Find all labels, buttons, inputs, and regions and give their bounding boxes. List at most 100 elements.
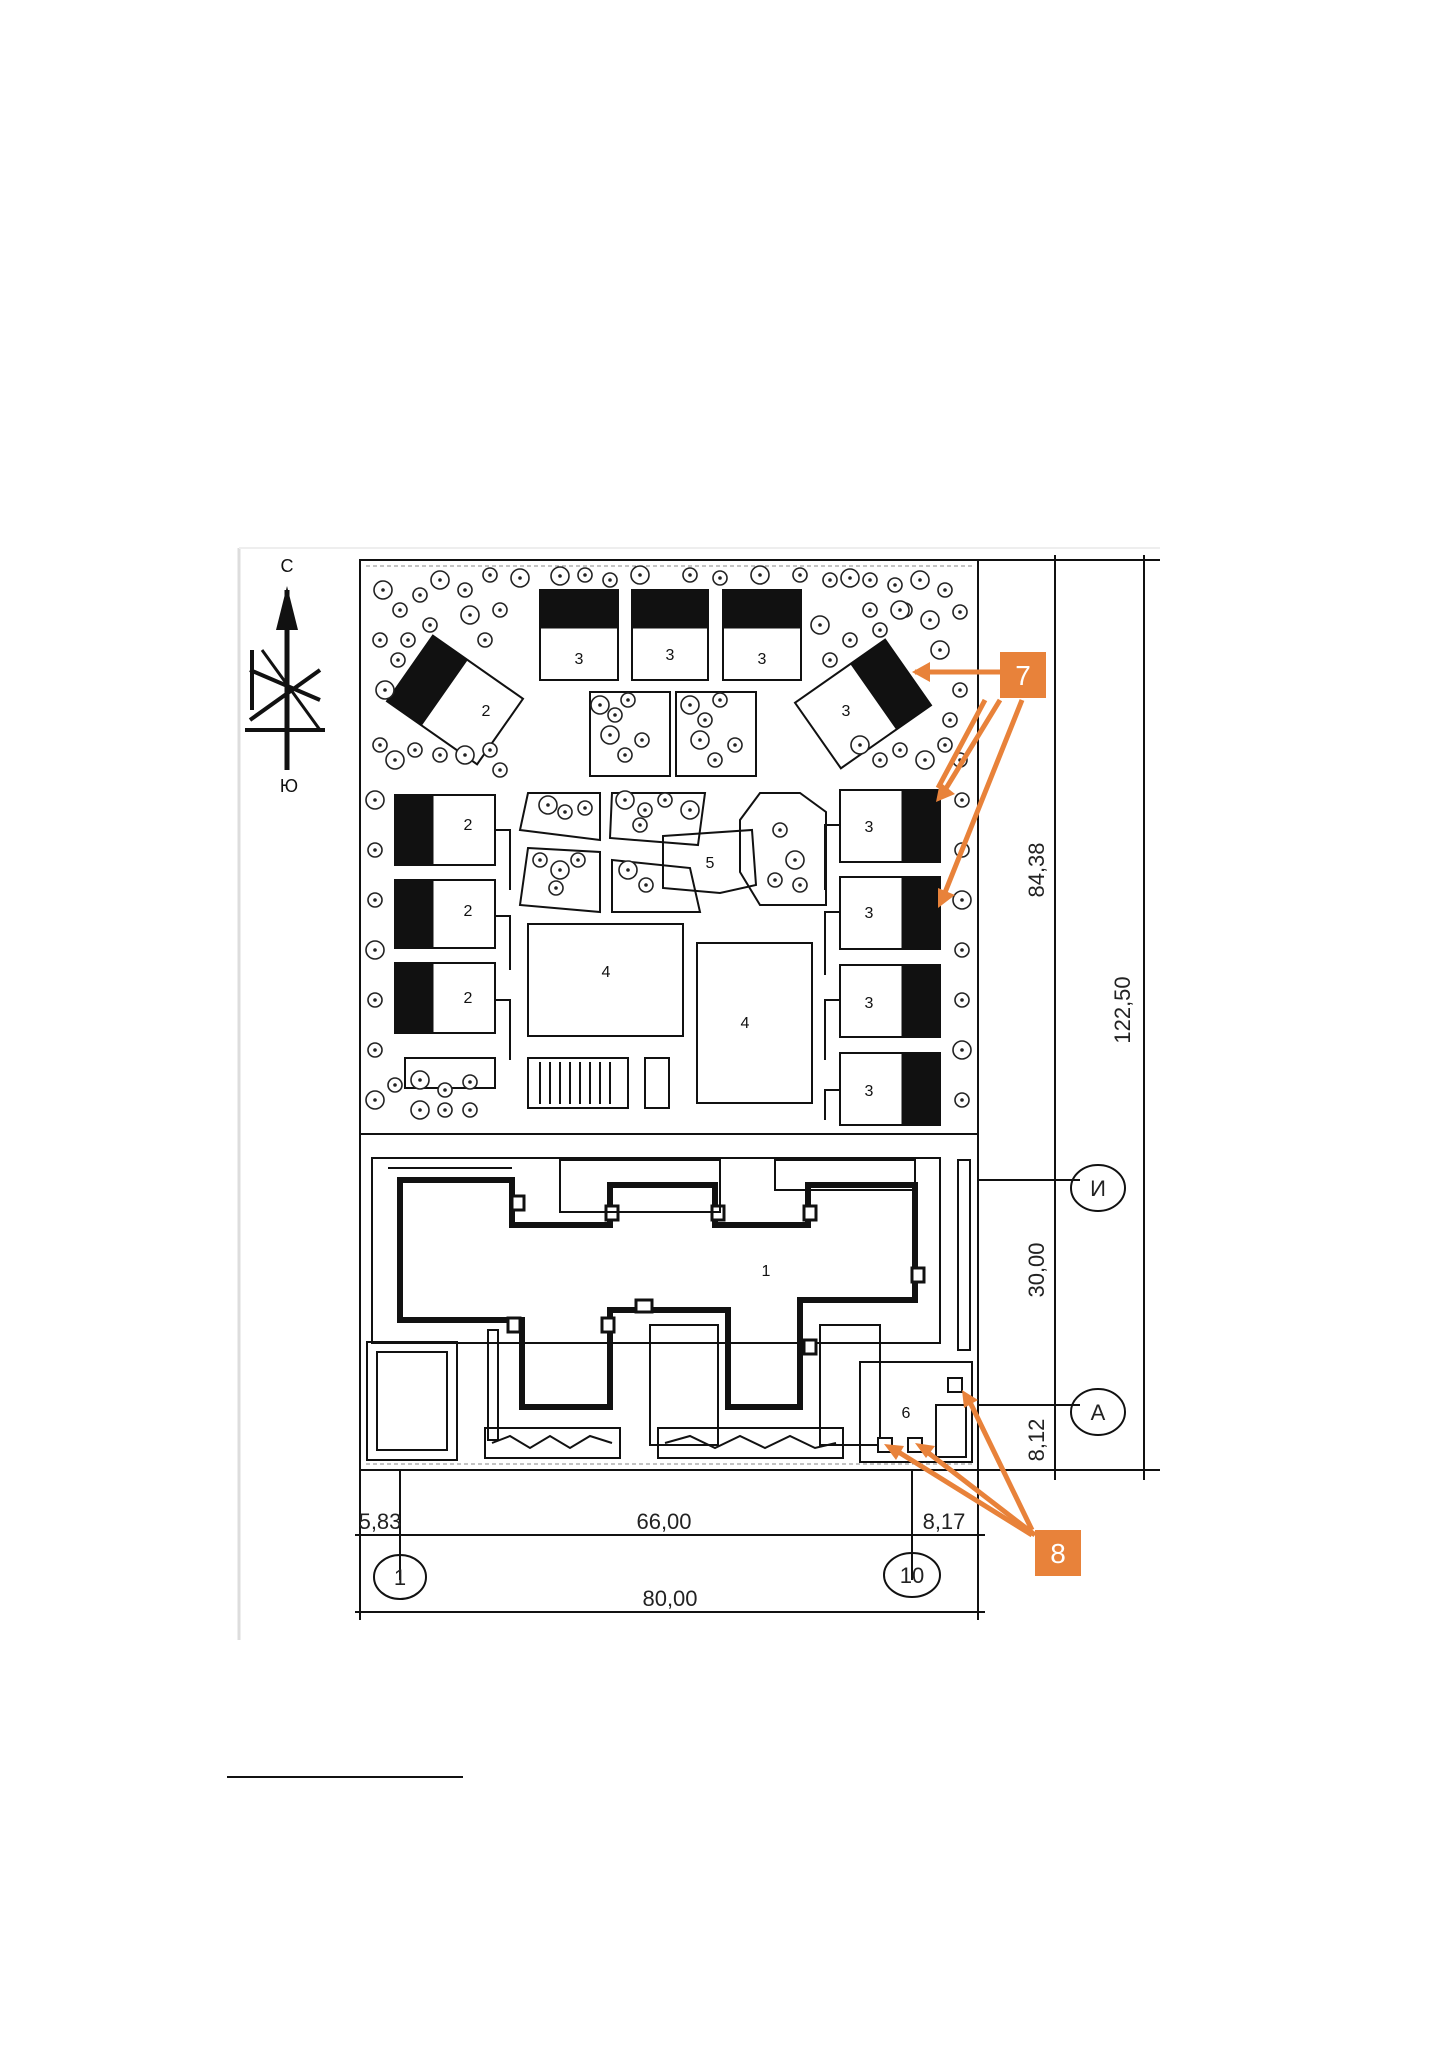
tree-trunk-dot bbox=[443, 1108, 447, 1112]
tree-trunk-dot bbox=[798, 883, 802, 887]
tree-trunk-dot bbox=[393, 758, 397, 762]
tree-trunk-dot bbox=[943, 743, 947, 747]
tree-trunk-dot bbox=[498, 768, 502, 772]
tree-trunk-dot bbox=[893, 583, 897, 587]
tree-trunk-dot bbox=[468, 613, 472, 617]
flower-bed bbox=[657, 1427, 844, 1459]
tree-trunk-dot bbox=[373, 998, 377, 1002]
garden-blocks: 5 bbox=[518, 691, 827, 914]
tree-trunk-dot bbox=[703, 718, 707, 722]
tree-trunk-dot bbox=[428, 623, 432, 627]
zone-label: 4 bbox=[602, 964, 611, 981]
dim-total-depth: 122,50 bbox=[1110, 976, 1135, 1043]
dim-bottom-depth: 8,12 bbox=[1024, 1419, 1049, 1462]
parking-area bbox=[366, 1341, 458, 1461]
tree-trunk-dot bbox=[438, 753, 442, 757]
tree-trunk-dot bbox=[718, 576, 722, 580]
axis-bubble-A bbox=[1070, 1388, 1126, 1436]
callout-8: 8 bbox=[884, 1390, 1081, 1576]
building-label: 2 bbox=[464, 903, 473, 920]
dim-right-offset: 8,17 bbox=[923, 1509, 966, 1534]
zone-label: 5 bbox=[706, 855, 715, 872]
tree-trunk-dot bbox=[468, 1080, 472, 1084]
tree-trunk-dot bbox=[640, 738, 644, 742]
building-label: 3 bbox=[865, 1083, 874, 1100]
callout-7-label: 7 bbox=[1015, 660, 1031, 691]
tree-trunk-dot bbox=[373, 948, 377, 952]
tree-trunk-dot bbox=[688, 573, 692, 577]
dim-axis-span: 66,00 bbox=[636, 1509, 691, 1534]
tree-trunk-dot bbox=[613, 713, 617, 717]
tree-trunk-dot bbox=[960, 948, 964, 952]
tree-trunk-dot bbox=[468, 1108, 472, 1112]
tree-trunk-dot bbox=[463, 753, 467, 757]
tree-trunk-dot bbox=[608, 733, 612, 737]
tree-trunk-dot bbox=[418, 1108, 422, 1112]
tree-trunk-dot bbox=[483, 638, 487, 642]
callout-8-label: 8 bbox=[1050, 1538, 1066, 1569]
callout-7: 7 bbox=[912, 652, 1046, 908]
tree-trunk-dot bbox=[623, 798, 627, 802]
site-boundary bbox=[359, 559, 979, 1471]
tree-trunk-dot bbox=[583, 573, 587, 577]
dimension-lines-bottom: 5,83 66,00 8,17 80,00 1 10 bbox=[355, 1470, 985, 1620]
tree-trunk-dot bbox=[773, 878, 777, 882]
tree-trunk-dot bbox=[898, 608, 902, 612]
tree-trunk-dot bbox=[638, 823, 642, 827]
tree-trunk-dot bbox=[948, 718, 952, 722]
main-building: 1 bbox=[371, 1157, 971, 1446]
building-label: 2 bbox=[482, 703, 491, 720]
dim-building-depth: 30,00 bbox=[1024, 1242, 1049, 1297]
utility-zone: 6 bbox=[859, 1361, 973, 1463]
tree-trunk-dot bbox=[848, 576, 852, 580]
axis-bubble-I bbox=[1070, 1164, 1126, 1212]
tree-trunk-dot bbox=[878, 758, 882, 762]
building-label: 3 bbox=[575, 651, 584, 668]
building-label: 1 bbox=[762, 1263, 771, 1280]
building-label: 3 bbox=[865, 819, 874, 836]
tree-trunk-dot bbox=[688, 808, 692, 812]
axis-bubble-1 bbox=[373, 1554, 427, 1600]
tree-trunk-dot bbox=[443, 1088, 447, 1092]
tree-trunk-dot bbox=[583, 806, 587, 810]
tree-trunk-dot bbox=[868, 608, 872, 612]
tree-trunk-dot bbox=[498, 608, 502, 612]
building-label: 3 bbox=[865, 995, 874, 1012]
tree-trunk-dot bbox=[923, 758, 927, 762]
tree-trunk-dot bbox=[393, 1083, 397, 1087]
tree-trunk-dot bbox=[598, 703, 602, 707]
playgrounds: 4 4 bbox=[404, 923, 813, 1109]
zone-label: 6 bbox=[902, 1405, 911, 1422]
tree-trunk-dot bbox=[373, 798, 377, 802]
top-buildings: 3 3 3 bbox=[539, 589, 802, 681]
tree-trunk-dot bbox=[643, 808, 647, 812]
tree-trunk-dot bbox=[960, 1048, 964, 1052]
tree-trunk-dot bbox=[878, 628, 882, 632]
axis-label: 10 bbox=[900, 1563, 924, 1588]
angled-building-right: 3 bbox=[793, 638, 933, 770]
trees bbox=[365, 565, 972, 1120]
tree-trunk-dot bbox=[858, 743, 862, 747]
tree-trunk-dot bbox=[848, 638, 852, 642]
dim-left-offset: 5,83 bbox=[359, 1509, 402, 1534]
building-label: 2 bbox=[464, 817, 473, 834]
tree-trunk-dot bbox=[623, 753, 627, 757]
tree-trunk-dot bbox=[960, 898, 964, 902]
tree-trunk-dot bbox=[918, 578, 922, 582]
tree-trunk-dot bbox=[488, 573, 492, 577]
axis-bubble-10 bbox=[883, 1552, 941, 1598]
tree-trunk-dot bbox=[793, 858, 797, 862]
tree-trunk-dot bbox=[938, 648, 942, 652]
tree-trunk-dot bbox=[958, 610, 962, 614]
callout-8-badge bbox=[1035, 1530, 1081, 1576]
building-label: 3 bbox=[758, 651, 767, 668]
tree-trunk-dot bbox=[718, 698, 722, 702]
tree-trunk-dot bbox=[713, 758, 717, 762]
angled-building-left: 2 bbox=[385, 634, 525, 766]
tree-trunk-dot bbox=[558, 574, 562, 578]
tree-trunk-dot bbox=[381, 588, 385, 592]
callout-7-badge bbox=[1000, 652, 1046, 698]
tree-trunk-dot bbox=[698, 738, 702, 742]
axis-label: 1 bbox=[394, 1565, 406, 1590]
